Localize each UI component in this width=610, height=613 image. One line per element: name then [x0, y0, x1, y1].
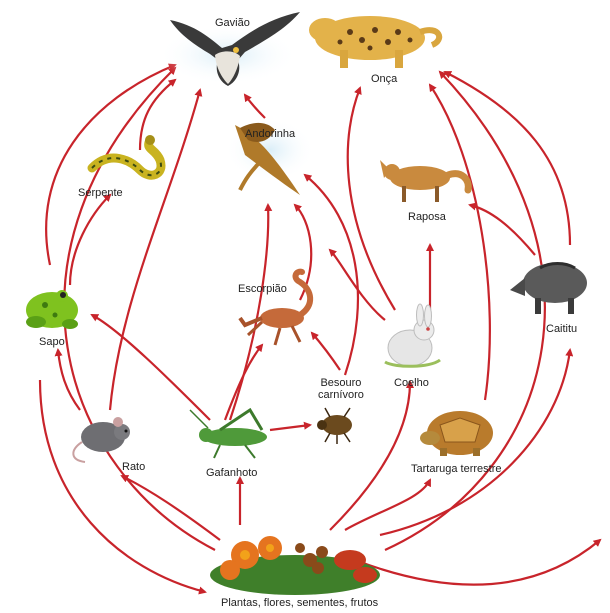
arrow-coelho-to-onca — [348, 88, 395, 310]
label-besouro: Besouro carnívoro — [318, 377, 364, 401]
label-tartaruga: Tartaruga terrestre — [411, 463, 501, 475]
label-serpente: Serpente — [78, 187, 123, 199]
arrow-caititu-to-raposa — [470, 205, 535, 255]
caititu-illustration — [510, 263, 587, 314]
arrow-besouro-to-escorpiao — [312, 333, 340, 370]
coelho-illustration — [385, 304, 440, 366]
label-coelho: Coelho — [394, 377, 429, 389]
label-raposa: Raposa — [408, 211, 446, 223]
label-sapo: Sapo — [39, 336, 65, 348]
arrow-besouro-to-andorinha — [305, 175, 358, 375]
label-onca: Onça — [371, 73, 397, 85]
arrow-plants-to-onca — [385, 72, 545, 550]
sapo-illustration — [26, 290, 78, 329]
label-plantas: Plantas, flores, sementes, frutos — [221, 597, 378, 609]
arrow-gafanhoto-to-andorinha — [230, 205, 268, 420]
arrow-plants-to-coelho — [330, 382, 410, 530]
rato-illustration — [73, 417, 130, 462]
onca-illustration — [309, 16, 439, 68]
arrow-gafanhoto-to-besouro — [270, 425, 310, 430]
arrow-sapo-to-gaviao — [46, 65, 175, 265]
raposa-illustration — [380, 160, 468, 202]
arrow-sapo-to-serpente — [70, 195, 110, 285]
label-andorinha: Andorinha — [245, 128, 295, 140]
gafanhoto-illustration — [190, 410, 267, 458]
label-besouro-line2: carnívoro — [318, 389, 364, 401]
arrow-left-to-plants — [40, 380, 205, 592]
label-gaviao: Gavião — [215, 17, 250, 29]
label-rato: Rato — [122, 461, 145, 473]
label-escorpiao: Escorpião — [238, 283, 287, 295]
arrow-andorinha-to-gaviao — [245, 95, 265, 118]
label-besouro-line1: Besouro — [318, 377, 364, 389]
tartaruga-illustration — [420, 411, 493, 456]
besouro-illustration — [317, 408, 352, 444]
serpente-illustration — [92, 135, 161, 175]
plantas-illustration — [210, 536, 380, 595]
arrow-plants-to-tartaruga — [345, 480, 430, 530]
arrow-plants-to-rato — [122, 476, 220, 540]
arrow-gafanhoto-to-escorpiao — [225, 345, 262, 420]
label-caititu: Caititu — [546, 323, 577, 335]
label-gafanhoto: Gafanhoto — [206, 467, 257, 479]
arrow-rato-to-gaviao — [110, 90, 200, 410]
arrow-tartaruga-to-onca — [430, 85, 490, 400]
